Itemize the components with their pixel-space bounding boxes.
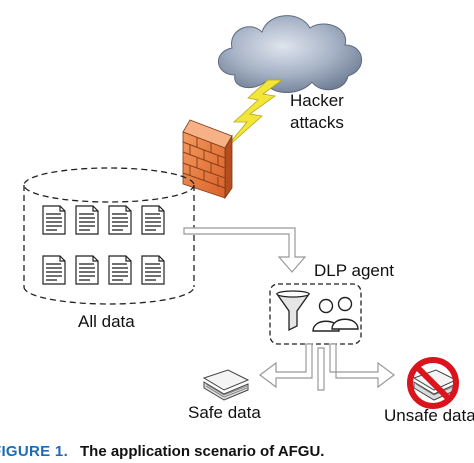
document-icon [108,205,132,235]
hacker-attacks-label-line2: attacks [290,113,344,132]
document-icon [42,255,66,285]
all-data-storage [23,167,195,305]
cloud-icon [218,15,363,93]
document-icon [141,255,165,285]
paper-stack-icon [202,369,250,401]
caption-text: The application scenario of AFGU. [80,443,325,460]
unsafe-data-label: Unsafe data [384,406,474,425]
document-icon [42,205,66,235]
document-icon [141,205,165,235]
document-icon [75,205,99,235]
dlp-agent-label: DLP agent [314,261,394,280]
document-icon [75,255,99,285]
figure-label: FIGURE 1. [0,443,69,460]
data-flow-arrow [183,227,307,273]
all-data-label: All data [78,312,135,331]
funnel-icon [275,290,311,332]
hacker-attacks-label-line1: Hacker [290,91,344,110]
firewall-brick-icon [182,119,233,200]
document-icon [108,255,132,285]
flow-arrows-out [259,343,395,391]
prohibited-icon [407,357,459,409]
users-icon [312,296,359,332]
lightning-bolt-icon [223,79,284,151]
safe-data-label: Safe data [188,403,261,422]
figure-caption: FIGURE 1. The application scenario of AF… [0,441,474,463]
